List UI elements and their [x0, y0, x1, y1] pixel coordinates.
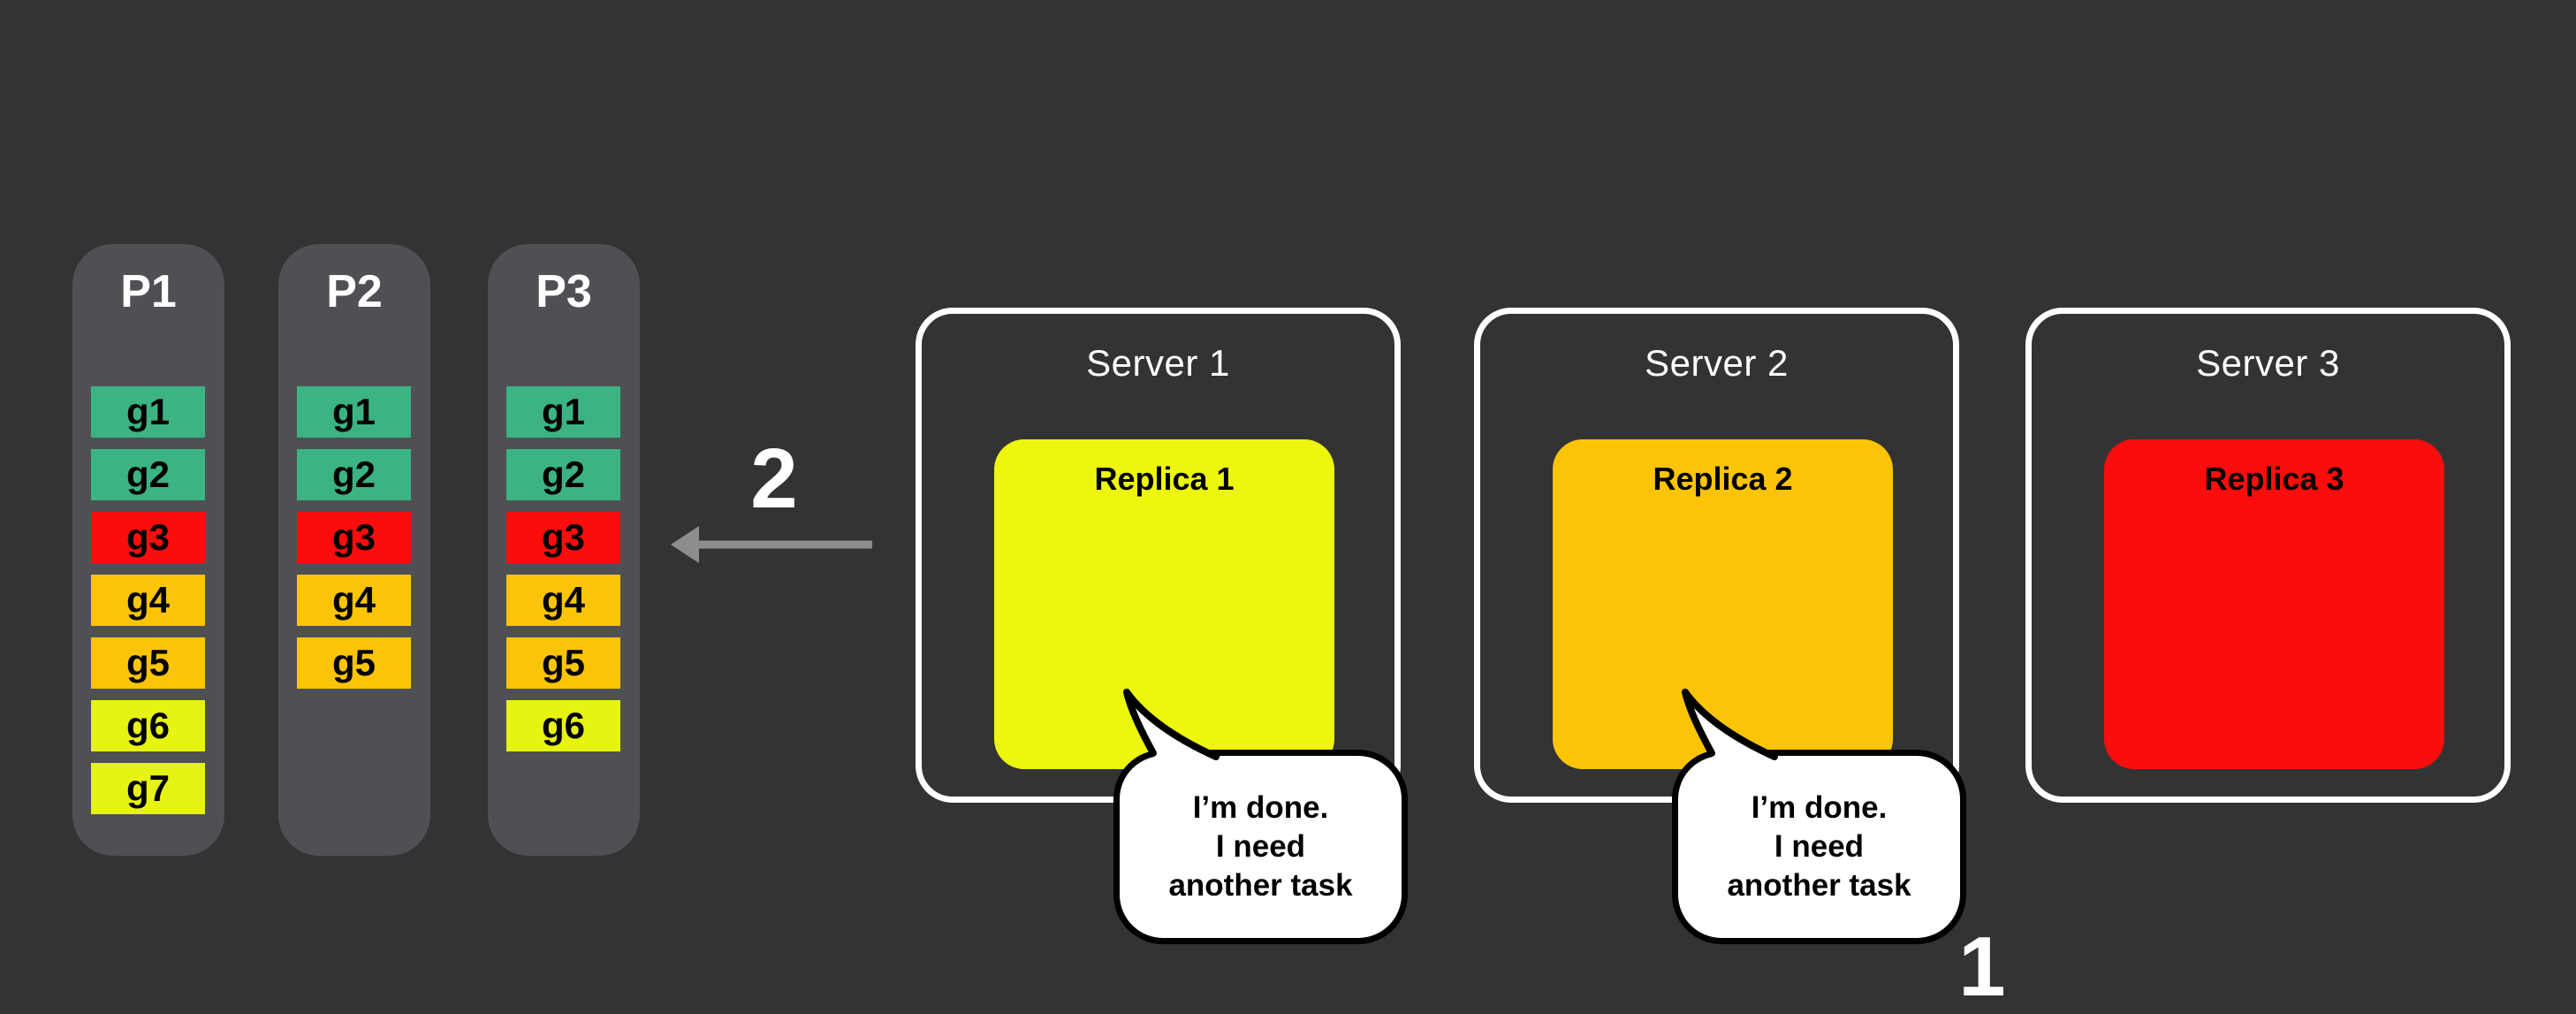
speech-bubble-server-2: I’m done. I need another task [1672, 750, 1966, 944]
task-block: g6 [91, 700, 205, 751]
task-block: g7 [91, 763, 205, 814]
speech-bubble-tail-icon [1123, 689, 1220, 764]
bubble-line: I need [1774, 829, 1865, 864]
task-block: g1 [91, 386, 205, 438]
task-block: g4 [91, 575, 205, 626]
partition-title: P3 [536, 266, 592, 317]
bubble-line: I’m done. [1751, 790, 1888, 825]
task-block: g3 [506, 512, 620, 563]
step-2-label: 2 [750, 431, 798, 526]
replica-title: Replica 1 [1094, 461, 1235, 497]
task-block: g1 [506, 386, 620, 438]
step-1-label: 1 [1958, 919, 2006, 1014]
task-block: g2 [506, 449, 620, 500]
server-3-box: Server 3 Replica 3 [2025, 308, 2511, 803]
task-block: g6 [506, 700, 620, 751]
task-block: g2 [91, 449, 205, 500]
replica-title: Replica 3 [2204, 461, 2344, 497]
speech-bubble-tail-icon [1682, 689, 1778, 764]
replica-1-box: Replica 1 [994, 439, 1334, 769]
task-block: g5 [91, 637, 205, 689]
task-block: g4 [297, 575, 411, 626]
task-block: g5 [297, 637, 411, 689]
bubble-line: another task [1168, 868, 1353, 903]
task-block: g1 [297, 386, 411, 438]
bubble-line: I need [1215, 829, 1306, 864]
partition-title: P2 [326, 266, 383, 317]
bubble-line: I’m done. [1192, 790, 1329, 825]
task-list: g1 g2 g3 g4 g5 g6 [506, 386, 620, 751]
bubble-line: another task [1727, 868, 1911, 903]
task-block: g2 [297, 449, 411, 500]
task-block: g3 [91, 512, 205, 563]
partition-title: P1 [120, 266, 177, 317]
speech-bubble-server-1: I’m done. I need another task [1113, 750, 1408, 944]
replica-2-box: Replica 2 [1553, 439, 1893, 769]
left-arrow-icon [671, 526, 872, 563]
server-title: Server 2 [1645, 342, 1789, 384]
partition-column-p2: P2 g1 g2 g3 g4 g5 [278, 244, 430, 856]
task-block: g3 [297, 512, 411, 563]
server-title: Server 1 [1086, 342, 1230, 384]
server-2-box: Server 2 Replica 2 [1474, 308, 1959, 803]
task-block: g4 [506, 575, 620, 626]
replica-title: Replica 2 [1653, 461, 1793, 497]
partition-column-p1: P1 g1 g2 g3 g4 g5 g6 g7 [72, 244, 224, 856]
replica-3-box: Replica 3 [2104, 439, 2444, 769]
server-title: Server 3 [2196, 342, 2340, 384]
task-list: g1 g2 g3 g4 g5 g6 g7 [91, 386, 205, 814]
task-list: g1 g2 g3 g4 g5 [297, 386, 411, 689]
server-1-box: Server 1 Replica 1 [916, 308, 1401, 803]
task-block: g5 [506, 637, 620, 689]
partition-column-p3: P3 g1 g2 g3 g4 g5 g6 [488, 244, 640, 856]
